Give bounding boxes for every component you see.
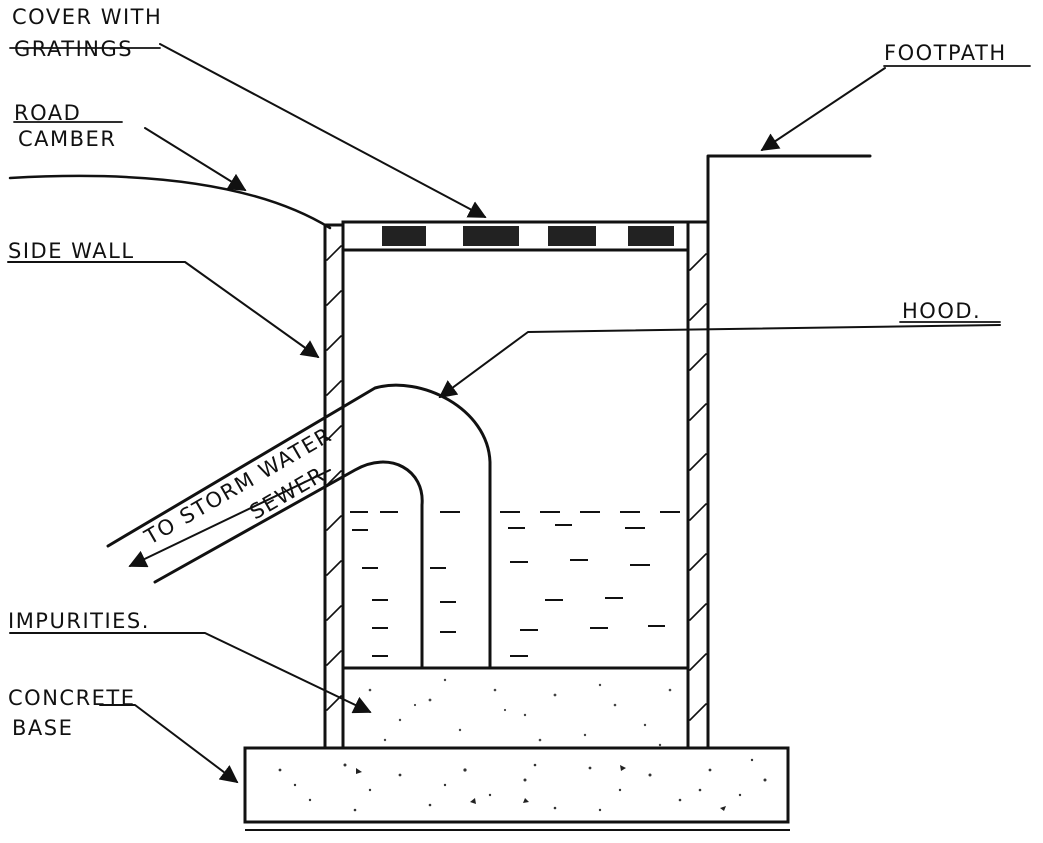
impurities-leader [9, 632, 372, 714]
footpath-line [706, 154, 872, 224]
label-concrete-line1: CONCRETE [8, 686, 136, 710]
concrete-base [243, 746, 790, 831]
label-footpath: FOOTPATH [884, 41, 1007, 65]
cover-gratings [341, 220, 690, 252]
label-concrete-line2: BASE [12, 716, 73, 740]
concrete-base-leader [99, 704, 239, 784]
label-cover-line1: COVER WITH [12, 5, 162, 29]
footpath-leader [760, 67, 886, 151]
label-side-wall: SIDE WALL [8, 239, 135, 263]
water-surface [350, 511, 680, 657]
side-wall-leader [7, 261, 320, 359]
label-impurities: IMPURITIES. [8, 609, 150, 633]
label-road-line2: CAMBER [18, 127, 116, 151]
road-camber-leader [144, 127, 247, 191]
side-wall-right [686, 220, 710, 750]
label-cover-line2: GRATINGS [14, 37, 133, 61]
label-road-line1: ROAD [14, 101, 81, 125]
road-camber-line [8, 174, 332, 230]
cover-leader [159, 43, 487, 218]
hood-leader [438, 324, 1001, 399]
hood-pipe [106, 383, 492, 670]
impurities-layer [343, 666, 688, 747]
storm-sewer-arrow [128, 469, 331, 568]
label-hood: HOOD. [902, 299, 981, 323]
side-wall-left [323, 223, 345, 750]
